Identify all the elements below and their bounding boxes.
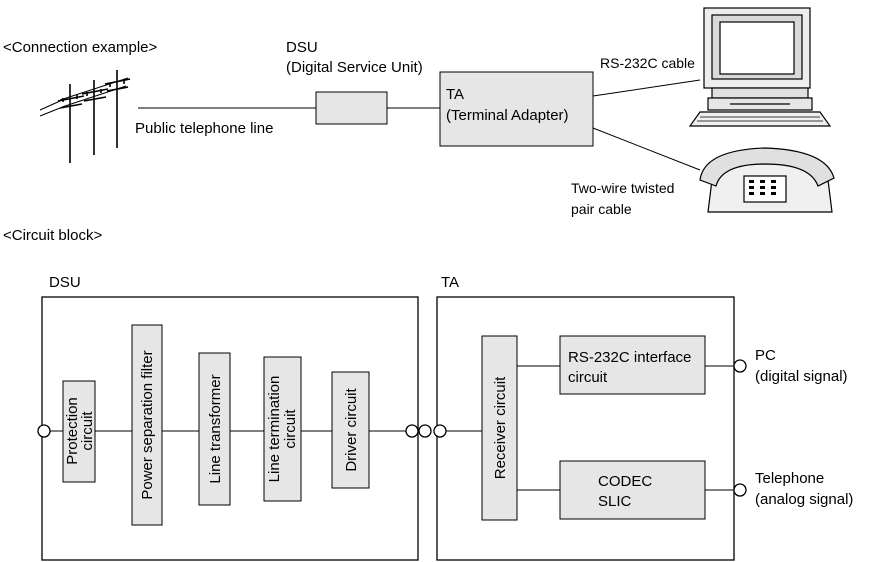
telephone-output-terminal [733,483,747,497]
computer-icon [688,7,832,127]
receiver-circuit-label: Receiver circuit [492,376,509,479]
twisted-pair-label-2: pair cable [571,201,632,217]
rs232-interface-block [559,335,706,395]
receiver-circuit-block [481,335,518,521]
codec-label: CODEC [598,473,652,490]
dsu-top-label: DSU [286,39,318,56]
pc-output-label: PC [755,347,776,364]
dsu-small-box [315,91,388,125]
twisted-pair-label-1: Two-wire twisted [571,180,674,196]
rs232-cable-label: RS-232C cable [600,55,695,71]
dsu-input-terminal [37,424,51,438]
pc-output-sublabel: (digital signal) [755,368,848,385]
dsu-block-title: DSU [49,274,81,291]
line-termination-label-2: circuit [282,409,299,449]
line-termination-block [263,356,302,502]
pc-output-terminal [733,359,747,373]
telephone-output-sublabel: (analog signal) [755,491,853,508]
circuit-heading: <Circuit block> [3,227,102,244]
telephone-icon [699,147,835,213]
power-separation-filter-label: Power separation filter [139,350,156,499]
driver-circuit-label: Driver circuit [343,388,360,472]
protection-circuit-label-1: Protection [64,397,81,465]
line-termination-label-1: Line termination [266,376,283,483]
ta-small-box [439,71,594,147]
protection-circuit-label-2: circuit [79,411,96,451]
line-transformer-block [198,352,231,506]
public-line-label: Public telephone line [135,120,273,137]
ta-input-terminal [433,424,447,438]
rs232-interface-label-1: RS-232C interface [568,349,691,366]
connection-heading: <Connection example> [3,39,158,56]
codec-slic-block [559,460,706,520]
telephone-output-label: Telephone [755,470,824,487]
ta-top-sublabel: (Terminal Adapter) [446,107,569,124]
power-separation-filter-block [131,324,163,526]
rs232-interface-label-2: circuit [568,369,608,386]
ta-block-title: TA [441,274,459,291]
rs232-cable-line [592,79,701,97]
protection-circuit-block [62,380,96,483]
ta-input-terminal-outer [418,424,432,438]
dsu-output-terminal [405,424,419,438]
utility-poles-icon [39,70,131,163]
dsu-top-sublabel: (Digital Service Unit) [286,59,423,76]
slic-label: SLIC [598,493,632,510]
ta-top-label: TA [446,86,464,103]
driver-circuit-block [331,371,370,489]
twisted-pair-line [592,127,701,171]
line-transformer-label: Line transformer [207,374,224,483]
